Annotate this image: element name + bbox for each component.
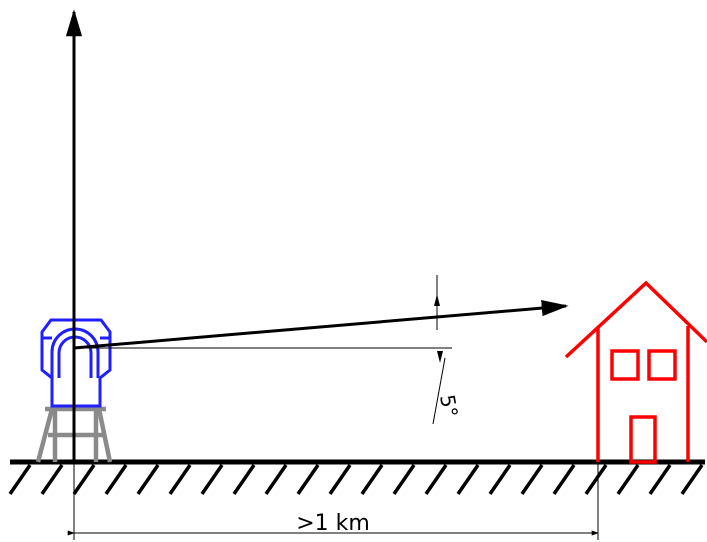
house-door (629, 415, 657, 464)
house-window-right (647, 349, 677, 381)
ground-hatching (8, 464, 704, 495)
angle-arrow-lower (437, 351, 443, 363)
instrument (40, 318, 112, 408)
distance-label: >1 km (296, 511, 370, 536)
tilted-beam-arrow (73, 299, 569, 350)
house (564, 280, 707, 464)
angle-arrow-upper (434, 294, 440, 306)
angle-dimension: 5° (432, 275, 463, 425)
ground (8, 459, 705, 495)
angle-label: 5° (435, 393, 463, 420)
angle-leader-line (432, 357, 446, 425)
distance-dimension: >1 km (67, 462, 599, 540)
house-window-left (610, 349, 640, 381)
